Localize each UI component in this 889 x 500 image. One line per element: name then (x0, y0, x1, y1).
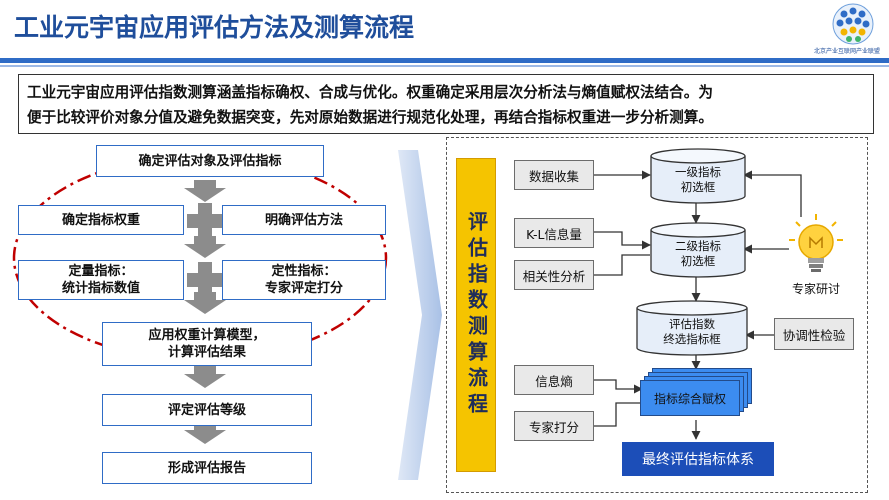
vertical-title-bar: 评估指数测算流程 (456, 158, 496, 472)
title-underline (0, 58, 889, 63)
expert-research-group: 专家研讨 (780, 212, 852, 298)
globe-dots-logo-icon (832, 3, 874, 45)
final-select-cylinder: 评估指数 终选指标框 (636, 300, 748, 356)
step-define-methods: 明确评估方法 (222, 205, 386, 235)
step-quantitative: 定量指标： 统计指标数值 (18, 260, 184, 300)
level2-cylinder: 二级指标 初选框 (650, 222, 746, 278)
final-index-system: 最终评估指标体系 (622, 442, 774, 476)
right-flow-connectors (594, 170, 802, 440)
expert-research-label: 专家研讨 (791, 282, 840, 296)
info-entropy-box: 信息熵 (514, 365, 594, 395)
intro-line-1: 工业元宇宙应用评估指数测算涵盖指标确权、合成与优化。权重确定采用层次分析法与熵值… (27, 84, 713, 101)
page-title: 工业元宇宙应用评估方法及测算流程 (14, 13, 415, 42)
expert-score-box: 专家打分 (514, 411, 594, 441)
arrow-down-icon (184, 366, 226, 388)
left-flow-arrows (12, 154, 388, 444)
step-grade: 评定评估等级 (102, 394, 312, 426)
left-flowchart: 确定评估对象及评估指标 确定指标权重 明确评估方法 定量指标： 统计指标数值 定… (0, 140, 420, 500)
arrow-down-icon (184, 180, 226, 202)
correlation-box: 相关性分析 (514, 260, 594, 290)
intro-line-2: 便于比较评价对象分值及避免数据突变，先对原始数据进行规范化处理，再结合指标权重进… (27, 109, 713, 126)
step-qualitative: 定性指标： 专家评定打分 (222, 260, 386, 300)
step-compute-results: 应用权重计算模型， 计算评估结果 (102, 322, 312, 366)
kl-info-box: K-L信息量 (514, 218, 594, 248)
lightbulb-icon (789, 214, 843, 272)
data-collection-box: 数据收集 (514, 160, 594, 190)
arrow-down-icon (184, 236, 226, 258)
arrow-down-icon (184, 292, 226, 314)
arrow-down-icon (184, 422, 226, 444)
plus-icon (187, 262, 223, 298)
plus-icon (187, 203, 223, 239)
step-determine-objects: 确定评估对象及评估指标 (96, 145, 324, 177)
vertical-title: 评估指数测算流程 (464, 211, 489, 419)
composite-weight-stack: 指标综合赋权 (640, 368, 758, 424)
highlight-ellipse (12, 154, 388, 362)
coordination-box: 协调性检验 (774, 318, 854, 350)
step-determine-weights: 确定指标权重 (18, 205, 184, 235)
level1-cylinder: 一级指标 初选框 (650, 148, 746, 204)
intro-box: 工业元宇宙应用评估指数测算涵盖指标确权、合成与优化。权重确定采用层次分析法与熵值… (18, 74, 874, 134)
logo (820, 2, 886, 58)
step-report: 形成评估报告 (102, 452, 312, 484)
chevron-right-icon (398, 150, 442, 480)
logo-caption: 北京产业互联网产业联盟 (813, 48, 880, 55)
title-underline-thin (0, 65, 889, 67)
